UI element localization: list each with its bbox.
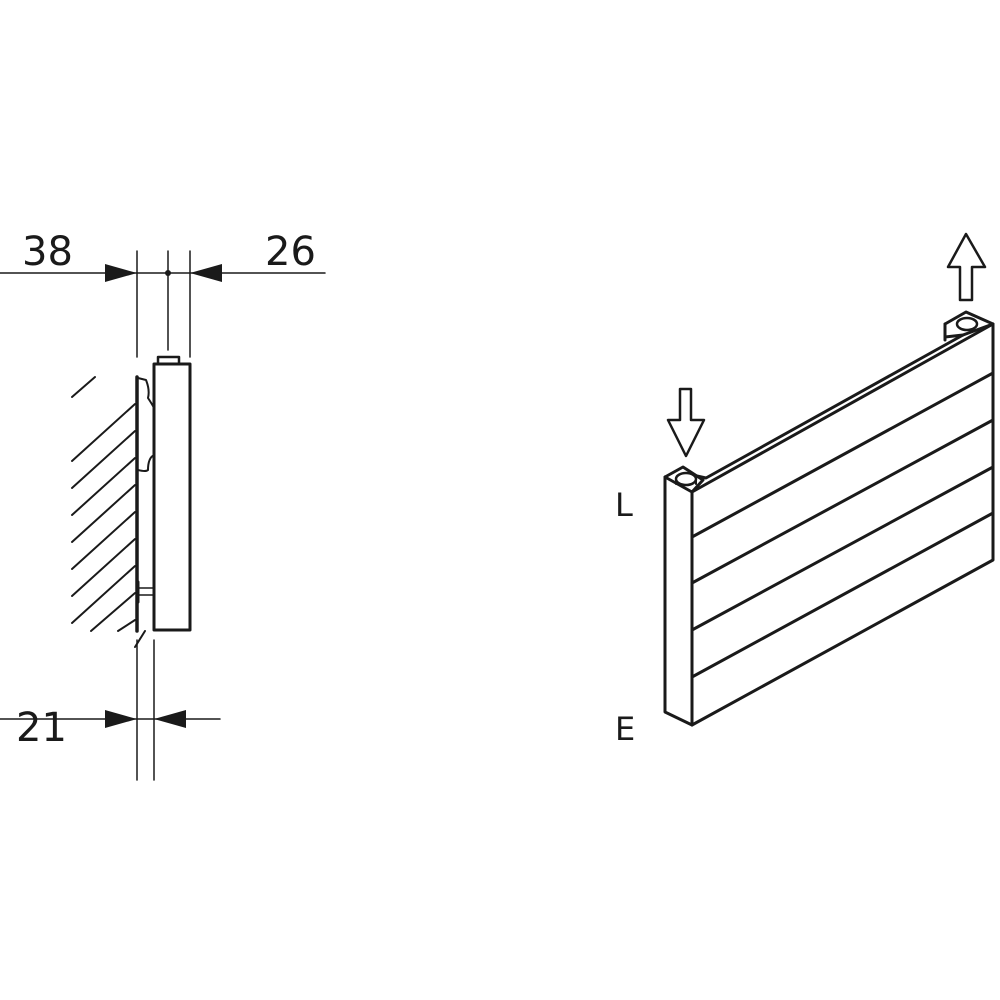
slat-line <box>690 418 995 585</box>
dimension-arrow-right <box>105 710 137 728</box>
side-view: 38 26 21 <box>0 229 326 781</box>
wall-bracket <box>137 377 155 472</box>
top-dimension: 38 26 <box>0 229 326 358</box>
hatch-line <box>71 376 96 398</box>
dimension-label-21: 21 <box>16 705 67 751</box>
hatch-line <box>71 538 136 597</box>
inlet-flow-arrow-down-icon <box>666 387 706 458</box>
hatch-line <box>71 484 136 543</box>
pipe-centre-dot <box>165 270 171 276</box>
right-column-top <box>943 310 995 339</box>
outlet-label: E <box>615 710 635 748</box>
hatch-line <box>71 457 136 516</box>
inlet-label: L <box>615 486 633 524</box>
hatch-line <box>117 619 136 632</box>
hatch-line <box>71 403 136 462</box>
panel-slats <box>690 371 995 679</box>
radiator-side-profile <box>152 362 192 632</box>
outlet-pipe-cap <box>955 316 979 332</box>
dimension-arrow-left <box>154 710 186 728</box>
slat-line <box>690 511 995 679</box>
slat-line <box>690 371 995 539</box>
left-column <box>663 465 705 727</box>
hatch-line <box>71 430 136 489</box>
hatch-line <box>71 511 136 570</box>
dimension-label-26: 26 <box>265 229 316 275</box>
dimension-label-38: 38 <box>22 229 73 275</box>
bottom-dimension: 21 <box>0 639 221 781</box>
isometric-view: L E <box>615 232 995 748</box>
radiator-panel-face <box>690 322 995 727</box>
pipe-connector-cap <box>156 355 181 366</box>
slat-line <box>690 465 995 632</box>
wall-hatching <box>71 376 146 648</box>
inlet-pipe-cap <box>674 471 698 487</box>
hatch-line <box>90 592 136 632</box>
dimension-arrow-left <box>190 264 222 282</box>
outlet-flow-arrow-up-icon <box>946 232 987 302</box>
bracket-bolt <box>136 580 155 604</box>
hatch-line <box>71 565 136 624</box>
dimension-arrow-right <box>105 264 137 282</box>
